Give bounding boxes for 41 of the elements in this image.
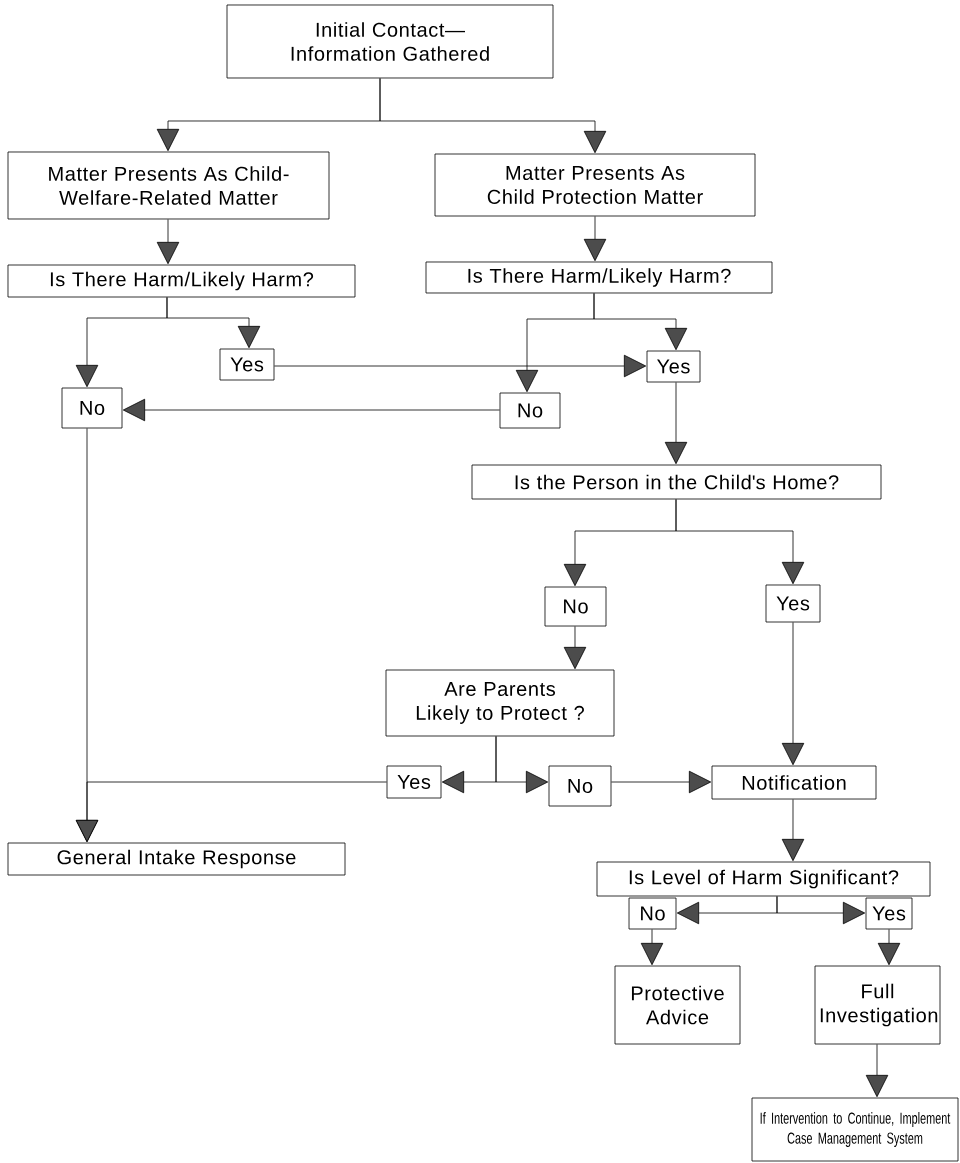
question-box: Is the Person in the Child's Home?: [471, 464, 882, 500]
process-box: Full Investigation: [814, 965, 941, 1045]
answer-box: No: [61, 387, 123, 429]
arrow: [640, 929, 664, 966]
answer-box: No: [548, 765, 612, 807]
arrow: [156, 219, 180, 265]
process-box: Notification: [711, 765, 877, 800]
arrow: [611, 770, 712, 794]
answer-box: No: [544, 586, 607, 627]
arrow: [776, 896, 866, 925]
answer-box: No: [499, 392, 561, 429]
arrow: [781, 622, 805, 766]
arrow: [664, 382, 688, 465]
question-box: Is There Harm/Likely Harm?: [7, 264, 356, 298]
question-box: Are Parents Likely to Protect ?: [385, 669, 615, 737]
arrow: [379, 78, 607, 154]
process-box: Protective Advice: [614, 965, 741, 1045]
process-box: General Intake Response: [7, 842, 346, 876]
arrow: [583, 216, 607, 262]
answer-box: Yes: [646, 350, 701, 383]
arrow: [675, 499, 805, 585]
answer-box: Yes: [386, 765, 442, 799]
arrow: [563, 626, 587, 670]
answer-box: Yes: [865, 897, 913, 930]
arrow: [877, 929, 901, 966]
arrow: [166, 297, 261, 349]
answer-box: Yes: [765, 584, 821, 623]
answer-box: Yes: [219, 348, 275, 381]
arrow: [865, 1044, 889, 1098]
arrow: [122, 398, 500, 422]
process-box: Matter Presents As Child-Welfare-Related Matter: [7, 151, 330, 220]
arrow: [75, 781, 387, 843]
process-box: If Intervention to Continue, Implement Case Management System: [751, 1097, 959, 1162]
arrow: [274, 354, 647, 378]
question-box: Is There Harm/Likely Harm?: [425, 261, 773, 294]
arrow: [495, 736, 549, 794]
answer-box: No: [628, 897, 677, 930]
process-box: Matter Presents As Child Protection Matter: [434, 153, 756, 217]
arrow: [593, 293, 688, 351]
arrow: [781, 799, 805, 862]
process-box: Initial Contact—Information Gathered: [226, 4, 554, 79]
